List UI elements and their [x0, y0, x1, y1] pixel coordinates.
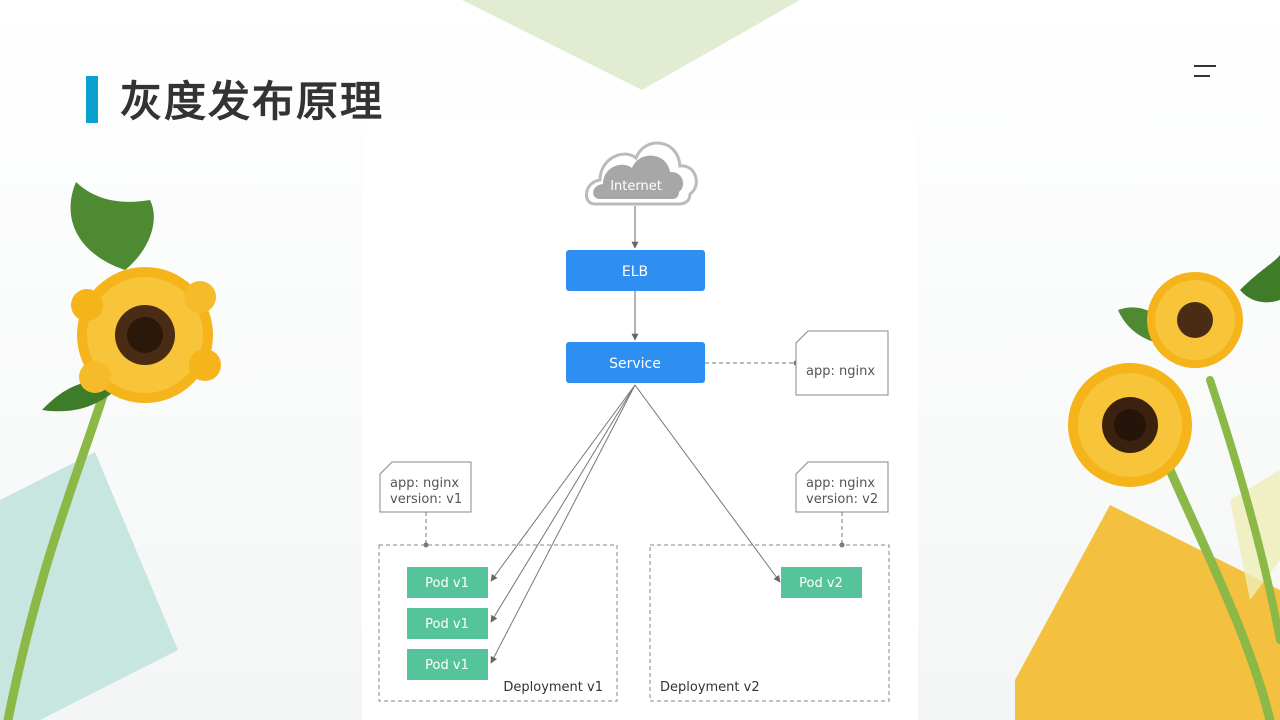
left-stem [3, 375, 113, 720]
pod-label: Pod v2 [799, 576, 843, 591]
elb-node: ELB [566, 250, 705, 291]
pod-v1-1: Pod v1 [407, 567, 488, 598]
menu-icon-line [1194, 65, 1216, 67]
v2-label-version: version: v2 [806, 492, 878, 507]
deployment-v1-label: Deployment v1 [503, 680, 603, 695]
service-label: Service [609, 356, 661, 372]
deployment-v1: Pod v1 Pod v1 Pod v1 Deployment v1 [378, 544, 618, 702]
right-leaf-2 [1240, 255, 1280, 303]
service-node: Service [566, 342, 705, 383]
title-accent-bar [86, 76, 98, 123]
pod-box [407, 567, 488, 598]
right-sunflower-top [1147, 272, 1243, 368]
elb-label: ELB [622, 264, 648, 280]
v2-label-app: app: nginx [806, 476, 875, 491]
internet-label: Internet [610, 179, 662, 194]
left-sunflower [71, 267, 221, 403]
pod-label: Pod v1 [425, 658, 469, 673]
grayscale-release-diagram: Internet ELB Service app: nginx [378, 141, 890, 702]
internet-node: Internet [585, 141, 698, 206]
note-shape [795, 330, 889, 396]
pod-v1-3: Pod v1 [407, 649, 488, 680]
pod-label: Pod v1 [425, 617, 469, 632]
deployment-v1-box [378, 544, 618, 702]
service-to-pod-v1-2-arrow [490, 384, 636, 623]
service-selector-text: app: nginx [806, 364, 875, 379]
service-to-pod-v1-1-arrow [490, 384, 636, 582]
top-triangle-decoration [462, 0, 800, 90]
left-teal-paper [0, 452, 178, 720]
pod-box [407, 649, 488, 680]
cloud-icon-inner [593, 155, 684, 199]
pod-box [781, 567, 862, 598]
page-title: 灰度发布原理 [120, 77, 385, 126]
service-box [566, 342, 705, 383]
menu-icon-line [1194, 75, 1210, 77]
pod-box [407, 608, 488, 639]
service-to-pod-v1-3-arrow [490, 384, 636, 664]
left-leaf-top [70, 182, 154, 270]
deployment-v2: Pod v2 Deployment v2 [649, 544, 890, 702]
v2-labels-note: app: nginx version: v2 [795, 461, 889, 513]
pod-v2-1: Pod v2 [781, 567, 862, 598]
diagram-panel: Internet ELB Service app: nginx [362, 122, 918, 720]
pod-v1-2: Pod v1 [407, 608, 488, 639]
v1-label-app: app: nginx [390, 476, 459, 491]
elb-box [566, 250, 705, 291]
menu-icon[interactable] [1192, 62, 1218, 80]
service-selector-note: app: nginx [795, 330, 889, 396]
deployment-v2-box [649, 544, 890, 702]
right-stem-1 [1165, 465, 1275, 720]
pod-label: Pod v1 [425, 576, 469, 591]
deployment-v2-label: Deployment v2 [660, 680, 760, 695]
right-sunflower-bottom [1068, 363, 1192, 487]
v1-labels-dot [423, 542, 429, 548]
v1-labels-note: app: nginx version: v1 [379, 461, 472, 513]
right-stem-2 [1206, 376, 1280, 644]
service-to-pod-v2-arrow [634, 384, 781, 583]
v1-label-version: version: v1 [390, 492, 462, 507]
